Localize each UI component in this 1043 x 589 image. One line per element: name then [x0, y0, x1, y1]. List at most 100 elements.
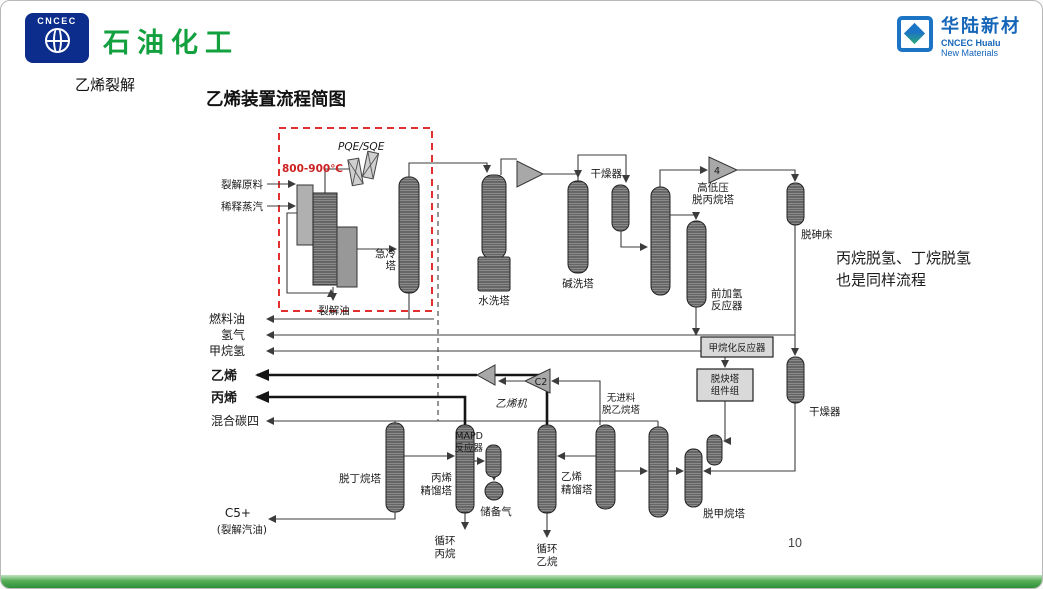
label-deethanizer-1: 无进料 [607, 392, 636, 404]
hualu-brand-en2: New Materials [941, 48, 999, 59]
flow-line [670, 212, 700, 220]
brand-petrochemical: 石油化工 [103, 28, 239, 59]
label-front-hydro-1: 前加氢 [711, 287, 743, 300]
label-depropanizer-1: 高低压 [697, 181, 729, 194]
cncec-logo-text: CNCEC [37, 16, 77, 26]
flow-line-c5 [268, 512, 396, 523]
vessel-reserve-gas-drum [484, 481, 504, 501]
vessel-demethanizer-b [684, 448, 703, 508]
section-title: 乙烯裂解 [75, 77, 136, 94]
vessels [385, 156, 805, 518]
label-pqe-sqe: PQE/SQE [338, 141, 385, 153]
label-demethanizer: 脱甲烷塔 [703, 507, 745, 520]
vessel-quench-tower [398, 176, 420, 294]
label-dryer-1: 干燥器 [591, 168, 623, 180]
hualu-logo-icon [897, 16, 933, 52]
annotation-note: 丙烷脱氢、丁烷脱氢 也是同样流程 [836, 248, 1028, 292]
label-reserve-gas: 储备气 [480, 505, 512, 518]
compressor-c2 [523, 368, 551, 394]
hualu-brand-en1: CNCEC Hualu [941, 37, 1001, 48]
cracking-furnace [296, 150, 380, 288]
box-acetylene-unit [696, 368, 754, 402]
furnace-cell-left [296, 184, 314, 246]
label-feed: 裂解原料 [221, 178, 263, 191]
bottom-green-bar [1, 575, 1042, 588]
vessel-depropanizer [650, 186, 671, 296]
flow-line [620, 231, 648, 251]
label-deethanizer-2: 脱乙烷塔 [602, 404, 641, 416]
label-acetylene-unit-1: 脱炔塔 [711, 373, 740, 385]
flow-line [286, 212, 335, 297]
label-recycle-ethane-2: 乙烷 [537, 555, 558, 568]
label-arsenic-bed: 脱砷床 [801, 228, 833, 241]
vessel-mapd-reactor [485, 444, 502, 478]
label-quench-tower-2: 塔 [386, 259, 397, 272]
label-front-hydro-2: 反应器 [711, 299, 743, 312]
vessel-small-drum [706, 434, 723, 466]
box-methanation-reactor [700, 336, 774, 358]
label-propylene: 丙烯 [211, 390, 237, 406]
label-dryer-2: 干燥器 [809, 406, 841, 418]
vessel-water-wash-tower [481, 174, 507, 260]
label-mixed-c4: 混合碳四 [211, 413, 259, 428]
flow-line [723, 401, 731, 445]
tle-exchanger [361, 150, 380, 180]
vessel-front-hydrogenation-reactor [686, 220, 707, 308]
page-number: 10 [788, 536, 802, 550]
expander [475, 364, 496, 386]
annotation-line2: 也是同样流程 [836, 271, 927, 289]
cncec-globe-icon [44, 28, 70, 53]
vessel-dryer-1 [611, 184, 630, 232]
label-dilution-steam: 稀释蒸汽 [221, 200, 263, 213]
vessel-deethanizer [595, 424, 616, 510]
label-c5-note: (裂解汽油) [217, 523, 267, 536]
label-mapd-2: 反应器 [454, 442, 483, 454]
flow-line [500, 158, 517, 175]
hualu-brand-cn: 华陆新材 [941, 16, 1021, 36]
label-propylene-tower-2: 精馏塔 [421, 484, 453, 497]
flow-lines [255, 154, 799, 538]
furnace-cell-main [312, 192, 338, 286]
label-ethylene-compressor: 乙烯机 [495, 398, 527, 410]
label-debutanizer: 脱丁烷塔 [339, 472, 381, 485]
vessel-ethylene-tower [537, 424, 557, 514]
flow-line [551, 377, 601, 425]
tle-exchanger [347, 157, 364, 187]
flow-line [659, 166, 708, 187]
flow-line-propylene [255, 391, 467, 425]
label-c5: C5+ [225, 506, 251, 520]
flow-line [324, 168, 349, 193]
diagram-labels: PQE/SQE 800-900℃ 裂解原料 稀释蒸汽 急冷 塔 裂解油 水洗塔 … [209, 141, 841, 568]
label-propylene-tower-1: 丙烯 [431, 471, 452, 484]
cncec-logo: CNCEC [25, 13, 89, 63]
label-compressor-4: 4 [714, 166, 720, 177]
annotation-line1: 丙烷脱氢、丁烷脱氢 [836, 250, 972, 267]
furnace-cell-right [336, 226, 358, 288]
vessel-caustic-wash-tower [567, 180, 589, 274]
label-quench-tower-1: 急冷 [375, 247, 396, 260]
label-methane-hydrogen: 甲烷氢 [209, 343, 245, 358]
label-fuel-oil: 燃料油 [209, 311, 245, 326]
vessel-water-wash-base [477, 256, 511, 292]
flow-line [543, 170, 582, 178]
vessel-arsenic-bed [786, 182, 805, 226]
label-depropanizer-2: 脱丙烷塔 [692, 193, 734, 206]
flow-line [737, 169, 799, 182]
vessel-propylene-tower [455, 424, 475, 514]
label-compressor-c2: C2 [535, 377, 548, 388]
label-ethylene-tower-2: 精馏塔 [561, 483, 593, 496]
label-hydrogen: 氢气 [221, 327, 245, 342]
flow-line [703, 403, 796, 475]
label-mapd-1: MAPD [455, 431, 483, 442]
label-ethylene-tower-1: 乙烯 [561, 470, 582, 483]
hualu-logo: 华陆新材 CNCEC Hualu New Materials [897, 16, 1021, 58]
label-caustic-wash: 碱洗塔 [562, 277, 594, 290]
flow-line [577, 154, 630, 183]
label-water-wash: 水洗塔 [478, 294, 510, 307]
vessel-demethanizer-a [648, 426, 669, 518]
label-recycle-propane-1: 循环 [435, 534, 456, 547]
flow-line [408, 162, 491, 177]
compressor-4 [708, 156, 739, 184]
label-ethylene: 乙烯 [211, 368, 237, 384]
